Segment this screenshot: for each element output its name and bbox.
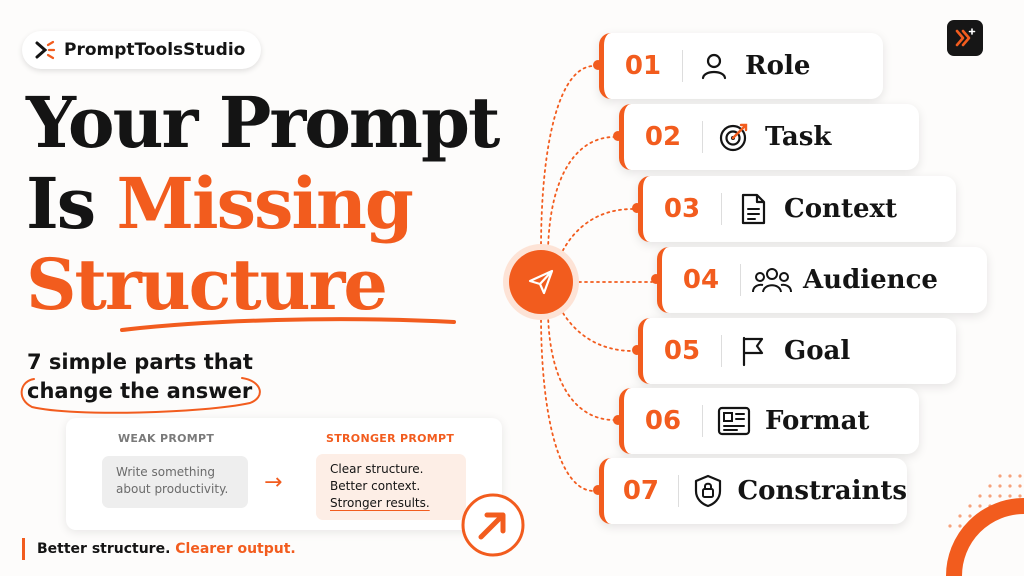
- group-icon: [741, 264, 803, 296]
- step-card-audience: 04 Audience: [651, 247, 987, 313]
- headline-underline-decoration: [120, 317, 456, 332]
- brand-badge-icon: [947, 20, 983, 56]
- subtitle-line-2: change the answer: [27, 379, 253, 403]
- arrow-up-right-circle-icon: [461, 493, 525, 557]
- step-label: Constraints: [737, 476, 907, 506]
- strong-prompt-label: STRONGER PROMPT: [326, 432, 455, 445]
- document-icon: [722, 192, 784, 226]
- paper-plane-hub: [509, 250, 573, 314]
- step-divider: [677, 475, 679, 507]
- step-number: 04: [682, 265, 720, 295]
- step-number: 07: [622, 476, 659, 506]
- corner-ring-decoration: [946, 498, 1024, 576]
- subtitle: 7 simple parts that change the answer: [27, 348, 253, 406]
- step-divider: [702, 121, 703, 153]
- headline: Your Prompt Is Missing Structure: [26, 81, 500, 326]
- step-label: Goal: [784, 336, 851, 366]
- step-number: 06: [644, 406, 682, 436]
- step-card-role: 01 Role: [593, 33, 883, 99]
- brand-name: PromptToolsStudio: [64, 40, 246, 60]
- subtitle-line-1: 7 simple parts that: [27, 350, 253, 374]
- step-number: 03: [663, 194, 701, 224]
- strong-prompt-line: Better context.: [330, 479, 421, 493]
- step-divider: [702, 405, 703, 437]
- strong-prompt-line: Clear structure.: [330, 462, 424, 476]
- strong-prompt-line: Stronger results.: [330, 496, 430, 510]
- weak-prompt-label: WEAK PROMPT: [118, 432, 215, 445]
- flag-icon: [722, 334, 784, 368]
- step-divider: [682, 50, 683, 82]
- user-icon: [683, 50, 745, 82]
- subtitle-highlight-ellipse: [20, 377, 261, 414]
- paper-plane-icon: [528, 269, 554, 295]
- step-divider: [721, 193, 722, 225]
- prompt-comparison-card: WEAK PROMPT Write something about produc…: [66, 418, 502, 530]
- lock-shield-icon: [679, 473, 738, 509]
- step-label: Role: [745, 51, 811, 81]
- footer-plain: Better structure.: [37, 541, 176, 557]
- step-number: 01: [624, 51, 662, 81]
- weak-prompt-box: Write something about productivity.: [102, 456, 248, 508]
- footer-accent: Clearer output.: [175, 541, 296, 557]
- layout-icon: [703, 405, 765, 437]
- step-label: Audience: [803, 265, 938, 295]
- step-divider: [721, 335, 722, 367]
- step-label: Task: [765, 122, 832, 152]
- footer-tagline: Better structure. Clearer output.: [22, 538, 296, 560]
- strong-prompt-box: Clear structure. Better context. Stronge…: [316, 454, 466, 520]
- headline-line-3: Structure: [26, 243, 388, 326]
- right-arrow-icon: →: [264, 470, 283, 495]
- step-card-context: 03 Context: [632, 176, 956, 242]
- target-icon: [703, 120, 765, 154]
- headline-line-2-accent: Missing: [116, 162, 414, 245]
- step-label: Format: [765, 406, 870, 436]
- step-card-goal: 05 Goal: [632, 318, 956, 384]
- step-label: Context: [784, 194, 898, 224]
- step-number: 02: [644, 122, 682, 152]
- headline-line-2: Is Missing: [26, 163, 498, 244]
- step-card-format: 06 Format: [613, 388, 919, 454]
- brand-logo-icon: [35, 40, 56, 60]
- step-card-task: 02 Task: [613, 104, 919, 170]
- brand-pill: PromptToolsStudio: [22, 31, 262, 69]
- headline-line-2-plain: Is: [26, 162, 117, 245]
- step-divider: [740, 264, 741, 296]
- step-number: 05: [663, 336, 701, 366]
- step-card-constraints: 07 Constraints: [593, 458, 907, 524]
- headline-line-1: Your Prompt: [26, 81, 500, 164]
